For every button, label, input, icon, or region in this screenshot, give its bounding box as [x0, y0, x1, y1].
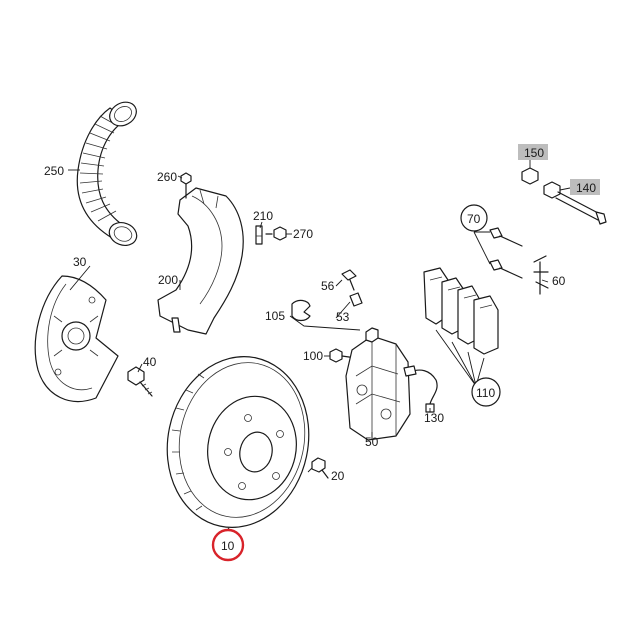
- label-260: 260: [157, 170, 177, 184]
- label-10-highlight-circle: [211, 528, 245, 562]
- label-40: 40: [143, 355, 157, 369]
- label-100: 100: [303, 349, 323, 363]
- clip-210[interactable]: [255, 225, 263, 245]
- label-200: 200: [158, 273, 178, 287]
- bolt-260[interactable]: [180, 172, 192, 199]
- leader-lines: [68, 158, 571, 531]
- bleeder-cap[interactable]: [349, 292, 363, 307]
- label-140-bg: [570, 179, 600, 195]
- label-60: 60: [552, 274, 566, 288]
- label-10: 10: [221, 539, 235, 553]
- label-20: 20: [331, 469, 345, 483]
- brake-caliper[interactable]: [345, 327, 411, 441]
- label-56: 56: [321, 279, 335, 293]
- air-duct-hose[interactable]: [76, 97, 140, 249]
- label-110-circle: [471, 377, 501, 407]
- nut-150[interactable]: [521, 167, 539, 185]
- bolt-40[interactable]: [127, 366, 153, 397]
- screw-270[interactable]: [265, 226, 287, 241]
- anti-rattle-spring[interactable]: [533, 255, 549, 295]
- label-105: 105: [265, 309, 285, 323]
- label-150: 150: [524, 146, 544, 160]
- label-150-bg: [518, 144, 548, 160]
- label-70: 70: [467, 212, 481, 226]
- splash-guard[interactable]: [157, 187, 244, 335]
- wear-sensor[interactable]: [403, 365, 438, 413]
- label-140: 140: [576, 181, 596, 195]
- label-210: 210: [253, 209, 273, 223]
- label-110: 110: [476, 386, 495, 400]
- label-53: 53: [336, 310, 350, 324]
- bolt-140[interactable]: [543, 181, 607, 225]
- brake-disc[interactable]: [152, 343, 325, 540]
- brake-pads[interactable]: [423, 267, 499, 355]
- dust-shield[interactable]: [34, 275, 119, 403]
- label-250: 250: [44, 164, 64, 178]
- label-270: 270: [293, 227, 313, 241]
- bleeder-valve[interactable]: [341, 269, 357, 291]
- guide-pins[interactable]: [489, 227, 523, 279]
- label-30: 30: [73, 255, 87, 269]
- label-70-circle: [460, 204, 488, 232]
- screw-105[interactable]: [291, 299, 311, 322]
- label-130: 130: [424, 411, 444, 425]
- label-50: 50: [365, 435, 379, 449]
- bolt-20[interactable]: [311, 457, 329, 479]
